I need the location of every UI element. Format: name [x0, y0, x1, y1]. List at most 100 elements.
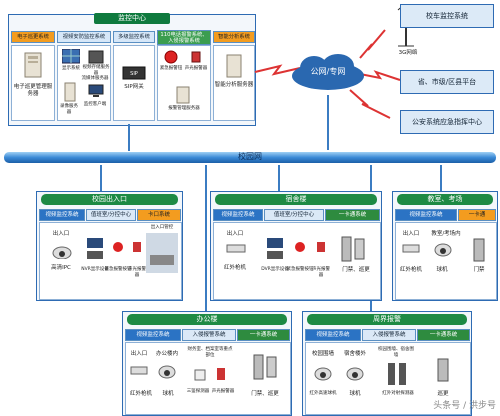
server-icon [64, 82, 76, 102]
zone-title: 周界报警 [307, 314, 467, 325]
zone-tab: 视频监控系统 [125, 329, 181, 341]
device-label: 高清IPC [51, 265, 71, 271]
device-label: 财务室、档案室等重点部位 [187, 347, 233, 358]
siren-icon [217, 368, 225, 380]
siren-icon [317, 242, 325, 252]
svg-text:SIP: SIP [130, 71, 138, 77]
zone-title: 办公楼 [127, 314, 287, 325]
device-label: 红外枪机 [399, 267, 422, 273]
police-box: 公安系统应急指挥中心 [400, 110, 494, 134]
zone-title: 校园出入口 [41, 194, 178, 205]
device-label: 紧急报警按钮 [286, 267, 314, 272]
system-tab-smart: 智能分析系统 [213, 31, 255, 43]
device-label: NVR显示设备 [81, 267, 109, 272]
device-label: 办公楼内 [155, 351, 178, 357]
zone-content: 校园围墙 宿舍楼外 校园围墙、宿舍围墙 红外高速球机 球机 红外对射探测器 巡更 [305, 342, 471, 415]
server-icon [226, 54, 242, 78]
device-label: 出入口管控 [150, 225, 174, 230]
zone-tab: 视频监控系统 [395, 209, 457, 221]
server-icon [24, 52, 42, 78]
zone-tab: 入侵报警系统 [362, 329, 416, 341]
device-label: 红外枪机 [223, 265, 246, 271]
connector-dorm [278, 165, 280, 191]
zone-tab: 入侵报警系统 [182, 329, 236, 341]
device-label: 声光报警器 [211, 389, 235, 394]
system-tab-multilevel: 多级监控系统 [113, 31, 155, 43]
zone-title: 教室、考场 [397, 194, 493, 205]
zone-tab: 视频监控系统 [39, 209, 85, 221]
zone-title: 宿舍楼 [215, 194, 377, 205]
device-label: 球机 [349, 391, 361, 397]
beam-detector-icon [388, 363, 406, 385]
zone-tab: 一卡通系统 [325, 209, 380, 221]
device-label: 红外对射探测器 [382, 391, 414, 396]
video-storage-label: 视频存储服务器 [82, 65, 110, 76]
card-reader-icon [473, 238, 485, 262]
sip-gateway-icon: SIP [122, 66, 146, 80]
smart-box: 智能分析服务器 [213, 45, 255, 121]
dome-camera-icon [52, 246, 72, 259]
device-label: 球机 [436, 267, 448, 273]
patrol-server-label: 电子巡更管理服务器 [13, 84, 53, 97]
device-label: 三鉴探测器 [186, 389, 210, 394]
network-links [254, 29, 401, 150]
bullet-camera-icon [226, 244, 246, 253]
cloud-label: 公网/专网 [310, 67, 346, 76]
device-label: 出入口 [402, 231, 420, 237]
zone-tab: 一卡通 [458, 209, 496, 221]
watermark: 头条号 / 洪步号 [433, 401, 496, 411]
pc-icon [88, 84, 104, 97]
card-reader-icon [253, 354, 277, 380]
connector-classroom [440, 165, 442, 191]
emergency-button-icon [164, 50, 178, 64]
zone-tab: 一卡通系统 [237, 329, 290, 341]
multilevel-box: SIP SIP网关 [113, 45, 155, 121]
siren-icon [133, 242, 141, 252]
zone-content: 出入口 办公楼内 财务室、档案室等重点部位 红外枪机 球机 三鉴探测器 声光报警… [125, 342, 291, 415]
zone-tab: 卡口系统 [137, 209, 181, 221]
device-label: 球机 [162, 391, 174, 397]
patrol-stick-icon [437, 358, 449, 382]
nvr-icon [87, 238, 103, 259]
zone-perimeter: 周界报警 视频监控系统 入侵报警系统 一卡通系统 校园围墙 宿舍楼外 校园围墙、… [302, 311, 472, 416]
network-3g-label: 3G网络 [398, 50, 418, 56]
campus-network-bus [4, 152, 496, 163]
device-label: 声光报警器 [128, 267, 146, 278]
zone-content: 出入口 红外枪机 DVR显示设备 紧急报警按钮 声光报警器 门禁、巡更 [213, 222, 381, 300]
patrol-box: 电子巡更管理服务器 [11, 45, 55, 121]
zone-tab: 一卡通系统 [417, 329, 470, 341]
platform-box: 省、市级/区县平台 [400, 70, 494, 94]
device-label: 门禁、巡更 [251, 391, 279, 397]
device-label: 门禁 [473, 267, 485, 273]
zone-classroom: 教室、考场 视频监控系统 一卡通 出入口 教室/考场内 红外枪机 球机 门禁 [392, 191, 498, 301]
smart-server-label: 智能分析服务器 [214, 82, 254, 88]
device-label: 出入口 [226, 231, 244, 237]
gate-checkpoint-icon [146, 233, 178, 273]
detector-icon [194, 369, 206, 381]
cloud-icon [292, 54, 364, 90]
monitoring-center-title: 监控中心 [94, 13, 170, 24]
device-label: 紧急报警按钮 [104, 267, 132, 272]
device-label: 校园围墙、宿舍围墙 [378, 347, 414, 358]
system-tab-alarm: 110电话报警系统、入侵报警系统 [157, 30, 211, 45]
emergency-button-icon [295, 242, 305, 252]
device-label: 红外高速球机 [309, 391, 337, 396]
record-server-label: 录像服务器 [60, 104, 78, 115]
device-label: 出入口 [52, 231, 70, 237]
video-client-label: 监控客户端 [83, 102, 107, 107]
device-label: 宿舍楼外 [343, 351, 366, 357]
dome-camera-icon [346, 367, 364, 381]
zone-tab: 值班室/分控中心 [264, 209, 324, 221]
connector-gate [100, 165, 102, 191]
device-label: 巡更 [437, 391, 449, 397]
dome-camera-icon [434, 243, 452, 257]
zone-tab: 视频监控系统 [305, 329, 361, 341]
siren-label: 声光报警器 [184, 66, 208, 71]
device-label: 声光报警器 [312, 267, 330, 278]
zone-tab: 值班室/分控中心 [86, 209, 136, 221]
zone-content: 出入口 教室/考场内 红外枪机 球机 门禁 [395, 222, 497, 300]
device-label: 红外枪机 [129, 391, 152, 397]
speed-dome-icon [314, 367, 332, 381]
zone-dormitory: 宿舍楼 视频监控系统 值班室/分控中心 一卡通系统 出入口 红外枪机 DVR显示… [210, 191, 382, 301]
device-label: 门禁、巡更 [342, 267, 370, 273]
